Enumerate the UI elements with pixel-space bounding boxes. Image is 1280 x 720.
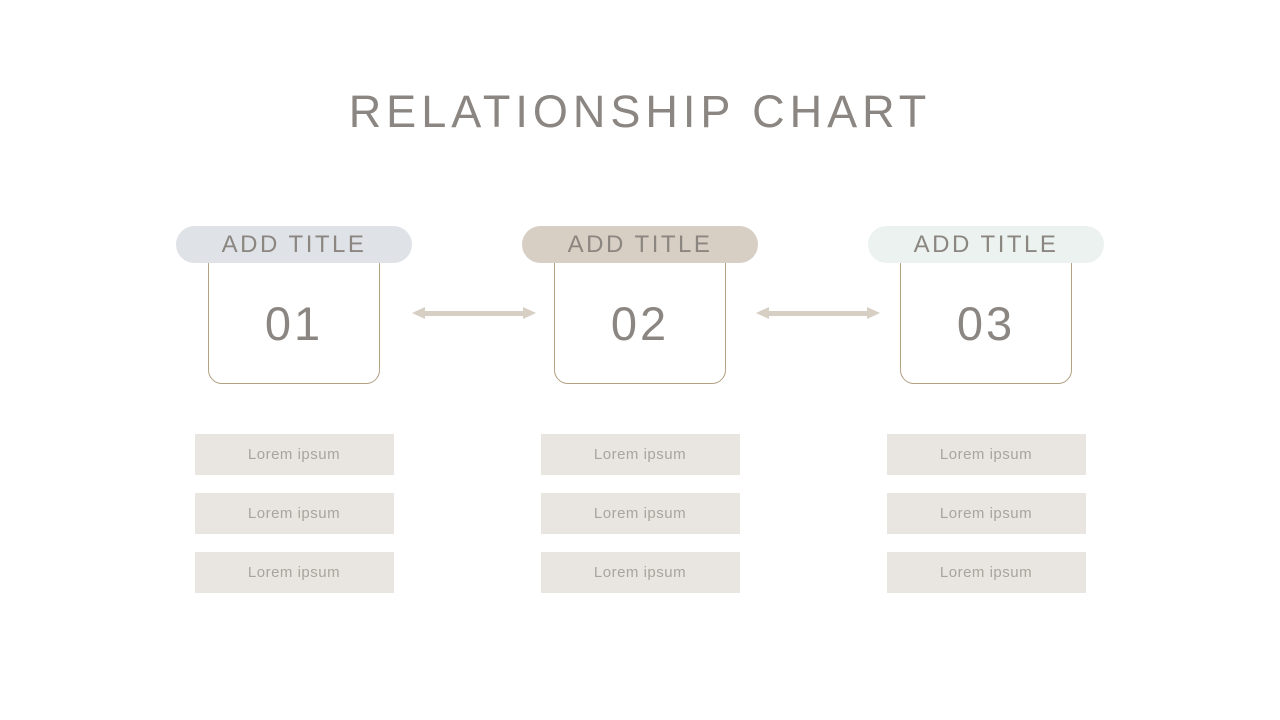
column-3-title-pill[interactable]: ADD TITLE [868, 226, 1104, 263]
relationship-column-2: ADD TITLE 02 Lorem ipsum Lorem ipsum Lor… [522, 226, 758, 593]
arrow-right-head [867, 307, 880, 319]
column-3-title-label: ADD TITLE [913, 230, 1059, 258]
list-item[interactable]: Lorem ipsum [886, 493, 1086, 534]
arrow-right-head [523, 307, 536, 319]
relationship-column-3: ADD TITLE 03 Lorem ipsum Lorem ipsum Lor… [868, 226, 1104, 593]
list-item[interactable]: Lorem ipsum [886, 552, 1086, 593]
relationship-column-1: ADD TITLE 01 Lorem ipsum Lorem ipsum Lor… [176, 226, 412, 593]
list-item[interactable]: Lorem ipsum [194, 434, 394, 475]
list-item[interactable]: Lorem ipsum [886, 434, 1086, 475]
double-arrow-icon [412, 307, 536, 320]
arrow-left-head [412, 307, 425, 319]
step-number-3: 03 [956, 297, 1016, 350]
list-item[interactable]: Lorem ipsum [194, 552, 394, 593]
list-item[interactable]: Lorem ipsum [194, 493, 394, 534]
column-1-items: Lorem ipsum Lorem ipsum Lorem ipsum [176, 434, 412, 593]
column-2-number-card[interactable]: 02 [554, 244, 726, 384]
column-1-title-pill[interactable]: ADD TITLE [176, 226, 412, 263]
column-2-title-pill[interactable]: ADD TITLE [522, 226, 758, 263]
column-3-items: Lorem ipsum Lorem ipsum Lorem ipsum [868, 434, 1104, 593]
arrow-shaft [423, 311, 525, 316]
column-1-title-label: ADD TITLE [221, 230, 367, 258]
list-item[interactable]: Lorem ipsum [540, 552, 740, 593]
list-item[interactable]: Lorem ipsum [540, 434, 740, 475]
arrow-shaft [767, 311, 869, 316]
column-2-items: Lorem ipsum Lorem ipsum Lorem ipsum [522, 434, 758, 593]
list-item[interactable]: Lorem ipsum [540, 493, 740, 534]
column-3-number-card[interactable]: 03 [900, 244, 1072, 384]
column-1-number-card[interactable]: 01 [208, 244, 380, 384]
step-number-2: 02 [610, 297, 670, 350]
column-2-title-label: ADD TITLE [567, 230, 713, 258]
step-number-1: 01 [264, 297, 324, 350]
double-arrow-icon [756, 307, 880, 320]
arrow-left-head [756, 307, 769, 319]
page-title: RELATIONSHIP CHART [348, 86, 932, 137]
